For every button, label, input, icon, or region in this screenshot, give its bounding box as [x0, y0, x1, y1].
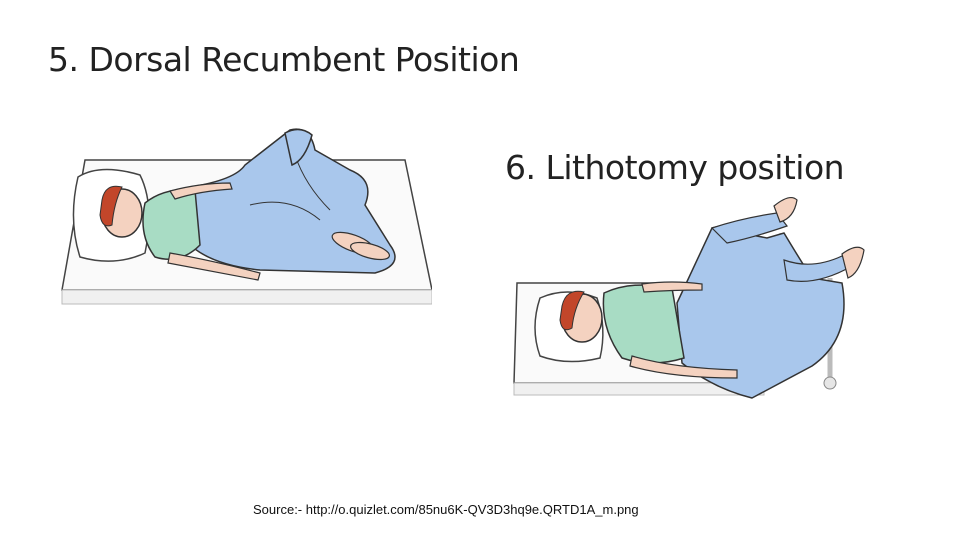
dorsal-recumbent-illustration [61, 128, 432, 305]
knee-left [284, 128, 313, 167]
table-edge [61, 289, 432, 305]
lithotomy-illustration [513, 196, 865, 399]
heading-lithotomy: 6. Lithotomy position [505, 148, 845, 187]
foot-right [349, 241, 391, 261]
heading-dorsal-recumbent: 5. Dorsal Recumbent Position [48, 40, 520, 79]
patient-gown [142, 188, 201, 260]
source-citation: Source:- http://o.quizlet.com/85nu6K-QV3… [253, 502, 639, 517]
arm-upper [641, 281, 703, 293]
patient-hair [559, 290, 585, 331]
arm-lower [167, 252, 261, 281]
arm-upper [169, 182, 233, 200]
patient-hair [99, 185, 123, 227]
stirrup-wheel [823, 376, 837, 390]
arm-lower [629, 355, 738, 379]
foot-left [773, 196, 798, 223]
foot-right [841, 246, 865, 279]
